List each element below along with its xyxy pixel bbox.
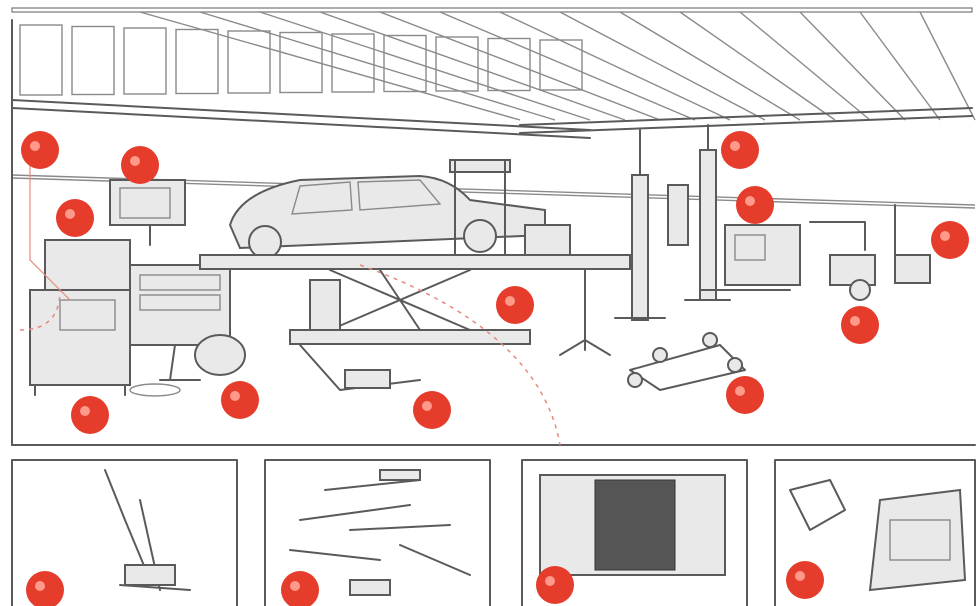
callout-marker [71,396,109,434]
callout-marker [413,391,451,429]
callout-marker [221,381,259,419]
rafter [620,12,800,120]
callout-marker [26,571,64,606]
rafter [680,12,835,120]
callout-marker [21,131,59,169]
rafter [380,12,660,120]
window-pane [20,25,62,95]
rafter [560,12,765,120]
car-on-scissor-lift [200,160,630,390]
callout-marker [931,221,969,259]
callout-marker [736,186,774,224]
callout-marker [496,286,534,324]
rafter [740,12,870,120]
rafter [140,12,520,120]
callout-marker [121,146,159,184]
tyre-changer [810,205,930,300]
window-pane [176,30,218,94]
window-pane [228,31,270,93]
callout-marker [726,376,764,414]
rafter [320,12,625,120]
diagnostic-cabinet [130,265,245,396]
callout-marker [536,566,574,604]
callout-marker [841,306,879,344]
callout-marker [281,571,319,606]
callout-marker [786,561,824,599]
window-pane [124,28,166,94]
window-pane [436,37,478,91]
wheel-dolly [628,333,745,390]
callout-marker [721,131,759,169]
rafter [200,12,555,120]
window-pane [488,39,530,91]
rafter [800,12,905,120]
tool-stand [560,270,610,355]
callout-marker [56,199,94,237]
ceiling [12,8,975,138]
window-pane [72,27,114,95]
rafter [500,12,730,120]
